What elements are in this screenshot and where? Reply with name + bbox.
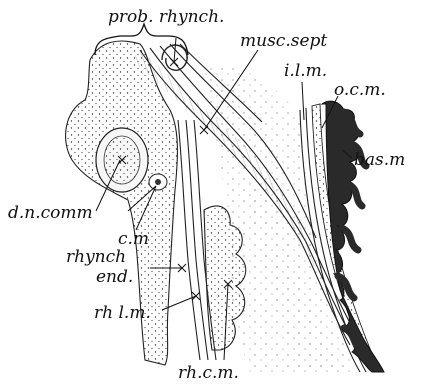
label-rhlm: rh l.m.: [94, 303, 151, 323]
label-prob-rhynch: prob. rhynch.: [108, 7, 224, 27]
label-bas-m: bas.m: [354, 150, 405, 170]
label-rhynch: rhynch: [66, 247, 126, 267]
label-ilm: i.l.m.: [284, 61, 327, 81]
label-dn-comm: d.n.comm: [8, 203, 93, 223]
label-ocm: o.c.m.: [334, 80, 386, 100]
label-end: end.: [96, 267, 133, 287]
label-musc-sept: musc.sept: [240, 31, 327, 51]
label-cm: c.m: [118, 229, 149, 249]
leader-ilm: [302, 82, 304, 120]
label-rhcm: rh.c.m.: [178, 363, 239, 383]
